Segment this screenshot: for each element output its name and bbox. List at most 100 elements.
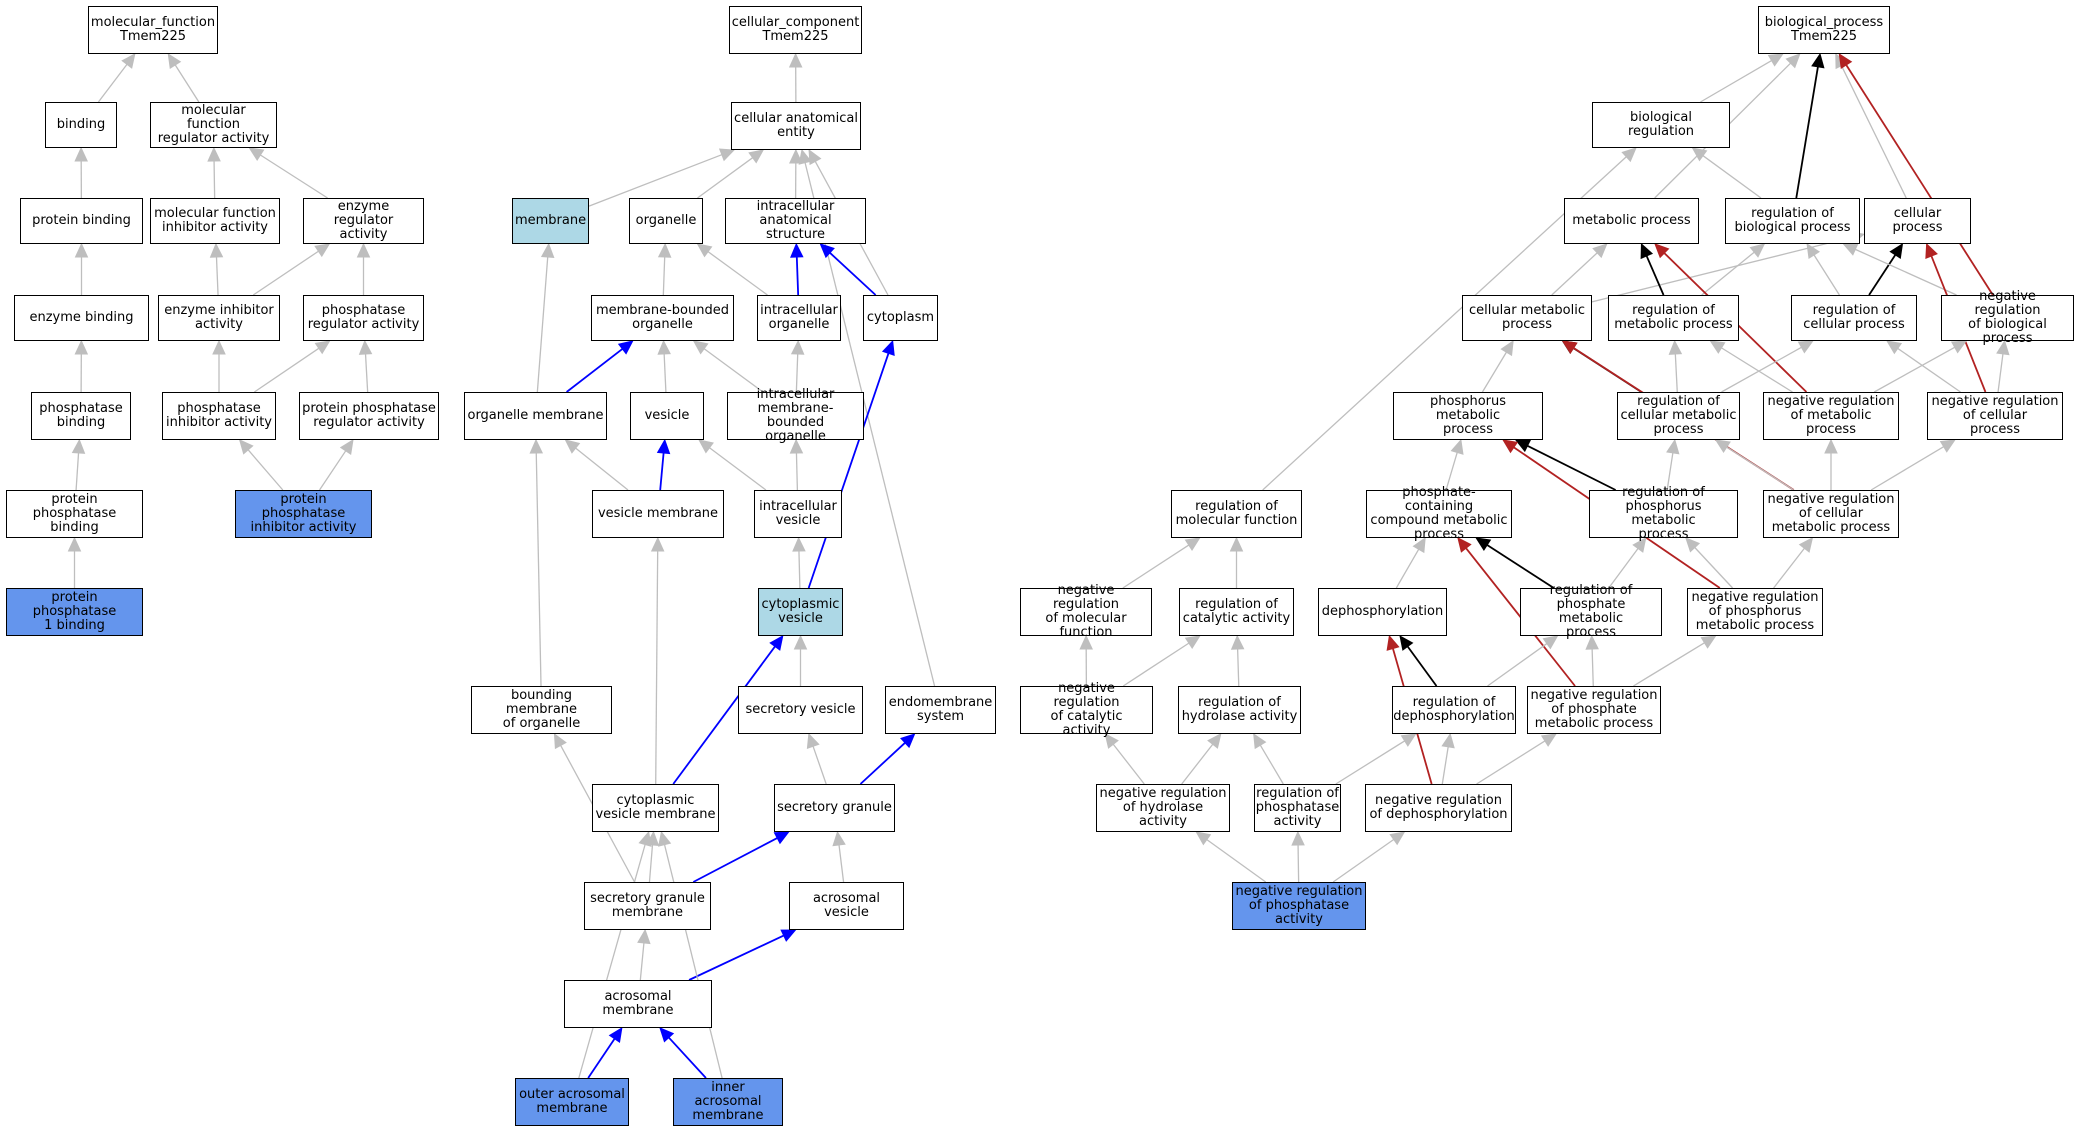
- edge-is_a: [1487, 643, 1548, 687]
- go-term-node[interactable]: biological_process Tmem225: [1758, 6, 1890, 54]
- go-term-node[interactable]: protein phosphatase 1 binding: [6, 588, 143, 636]
- edge-regulates: [1645, 255, 1665, 296]
- go-term-node[interactable]: cellular metabolic process: [1462, 295, 1592, 341]
- edge-is_a: [1476, 740, 1546, 785]
- go-term-node[interactable]: negative regulation of phosphorus metabo…: [1687, 588, 1823, 636]
- go-term-node[interactable]: negative regulation of cellular process: [1927, 392, 2063, 440]
- go-term-node[interactable]: negative regulation of dephosphorylation: [1365, 784, 1512, 832]
- edge-is_a: [1395, 548, 1420, 589]
- go-term-node[interactable]: negative regulation of cellular metaboli…: [1763, 490, 1899, 538]
- go-term-node[interactable]: membrane: [512, 198, 589, 244]
- edge-regulates: [1868, 254, 1897, 296]
- go-term-node[interactable]: regulation of biological process: [1725, 198, 1860, 244]
- edge-arrowhead: [1412, 536, 1426, 554]
- go-term-node[interactable]: molecular_function Tmem225: [88, 6, 218, 54]
- go-term-node[interactable]: endomembrane system: [885, 686, 996, 734]
- go-term-node[interactable]: cytoplasmic vesicle: [758, 588, 843, 636]
- go-term-node[interactable]: acrosomal membrane: [564, 980, 712, 1028]
- go-term-node[interactable]: phosphate-containing compound metabolic …: [1366, 486, 1512, 542]
- go-term-node[interactable]: inner acrosomal membrane: [673, 1078, 783, 1126]
- edge-arrowhead: [1797, 340, 1814, 354]
- edge-arrowhead: [1500, 339, 1514, 357]
- go-term-node[interactable]: enzyme binding: [14, 295, 149, 341]
- go-term-node[interactable]: dephosphorylation: [1318, 588, 1447, 636]
- go-term-node[interactable]: membrane-bounded organelle: [591, 295, 734, 341]
- go-term-node[interactable]: negative regulation of molecular functio…: [1020, 584, 1152, 640]
- go-term-node[interactable]: protein phosphatase regulator activity: [299, 392, 439, 440]
- go-term-node[interactable]: regulation of phosphorus metabolic proce…: [1589, 486, 1738, 542]
- go-term-node[interactable]: bounding membrane of organelle: [471, 686, 612, 734]
- edge-arrowhead: [529, 438, 544, 454]
- go-term-node[interactable]: intracellular anatomical structure: [725, 198, 866, 244]
- go-term-node[interactable]: cellular anatomical entity: [731, 102, 861, 150]
- edge-arrowhead: [564, 439, 581, 454]
- go-term-node[interactable]: regulation of cellular metabolic process: [1617, 392, 1740, 440]
- go-term-node[interactable]: regulation of molecular function: [1171, 490, 1302, 538]
- go-term-node[interactable]: molecular function regulator activity: [150, 102, 277, 148]
- go-term-node[interactable]: regulation of phosphatase activity: [1254, 784, 1341, 832]
- edge-arrowhead: [748, 149, 765, 164]
- go-term-node[interactable]: regulation of metabolic process: [1608, 295, 1739, 341]
- go-term-node[interactable]: phosphatase inhibitor activity: [162, 392, 276, 440]
- go-term-node[interactable]: phosphatase binding: [31, 392, 131, 440]
- edge-is_a: [319, 450, 347, 491]
- go-term-node[interactable]: acrosomal vesicle: [789, 882, 904, 930]
- edge-arrowhead: [1386, 634, 1400, 651]
- go-term-node[interactable]: regulation of phosphate metabolic proces…: [1520, 584, 1662, 640]
- go-term-node[interactable]: outer acrosomal membrane: [515, 1078, 629, 1126]
- edge-part_of: [829, 252, 877, 296]
- go-term-node[interactable]: secretory granule membrane: [584, 882, 711, 930]
- go-term-node[interactable]: regulation of hydrolase activity: [1178, 686, 1301, 734]
- edge-is_a: [697, 157, 754, 199]
- go-term-node[interactable]: negative regulation of metabolic process: [1763, 392, 1899, 440]
- edge-is_a: [838, 844, 845, 883]
- go-term-node[interactable]: secretory granule: [774, 784, 895, 832]
- go-term-node[interactable]: regulation of catalytic activity: [1179, 588, 1294, 636]
- edge-arrowhead: [832, 830, 846, 847]
- go-term-node[interactable]: negative regulation of biological proces…: [1941, 290, 2074, 346]
- go-term-node[interactable]: organelle: [629, 198, 703, 244]
- go-term-node[interactable]: intracellular organelle: [757, 295, 841, 341]
- edge-arrowhead: [1709, 340, 1726, 354]
- go-term-node[interactable]: intracellular membrane-bounded organelle: [727, 388, 864, 444]
- go-term-node[interactable]: binding: [45, 102, 117, 148]
- go-term-node[interactable]: metabolic process: [1564, 198, 1699, 244]
- edge-arrowhead: [1207, 733, 1222, 749]
- go-term-node[interactable]: cellular_component Tmem225: [729, 6, 862, 54]
- go-term-node[interactable]: enzyme regulator activity: [303, 198, 424, 244]
- edge-is_a: [1122, 642, 1190, 687]
- edge-is_a: [1608, 548, 1639, 589]
- edge-arrowhead: [819, 243, 835, 259]
- go-term-node[interactable]: biological regulation: [1592, 102, 1730, 148]
- go-term-node[interactable]: secretory vesicle: [738, 686, 863, 734]
- edge-arrowhead: [1514, 439, 1531, 453]
- go-term-node[interactable]: negative regulation of phosphatase activ…: [1232, 882, 1366, 930]
- go-term-node[interactable]: enzyme inhibitor activity: [158, 295, 280, 341]
- go-term-node[interactable]: intracellular vesicle: [754, 490, 842, 538]
- go-term-node[interactable]: cytoplasmic vesicle membrane: [592, 784, 719, 832]
- go-term-node[interactable]: phosphatase regulator activity: [303, 295, 424, 341]
- go-term-node[interactable]: cellular process: [1864, 198, 1971, 244]
- edge-part_of: [688, 934, 785, 981]
- edge-arrowhead: [1811, 52, 1825, 69]
- edge-arrowhead: [248, 147, 265, 161]
- go-term-node[interactable]: cytoplasm: [863, 295, 938, 341]
- go-term-node[interactable]: protein phosphatase binding: [6, 490, 143, 538]
- go-term-node[interactable]: organelle membrane: [464, 392, 607, 440]
- edge-arrowhead: [1714, 439, 1731, 454]
- go-term-node[interactable]: negative regulation of phosphate metabol…: [1527, 686, 1661, 734]
- go-term-node[interactable]: protein phosphatase inhibitor activity: [235, 490, 372, 538]
- go-term-node[interactable]: regulation of cellular process: [1791, 295, 1917, 341]
- edge-is_a: [1813, 254, 1840, 296]
- go-term-node[interactable]: negative regulation of catalytic activit…: [1020, 682, 1153, 738]
- edge-arrowhead: [1666, 438, 1680, 455]
- go-term-node[interactable]: phosphorus metabolic process: [1393, 392, 1543, 440]
- go-term-node[interactable]: vesicle: [630, 392, 704, 440]
- go-term-node[interactable]: molecular function inhibitor activity: [150, 198, 280, 244]
- go-term-node[interactable]: negative regulation of hydrolase activit…: [1096, 784, 1230, 832]
- go-term-node[interactable]: protein binding: [20, 198, 143, 244]
- go-term-node[interactable]: vesicle membrane: [592, 490, 724, 538]
- go-term-node[interactable]: regulation of dephosphorylation: [1392, 686, 1516, 734]
- edge-arrowhead: [1640, 242, 1654, 260]
